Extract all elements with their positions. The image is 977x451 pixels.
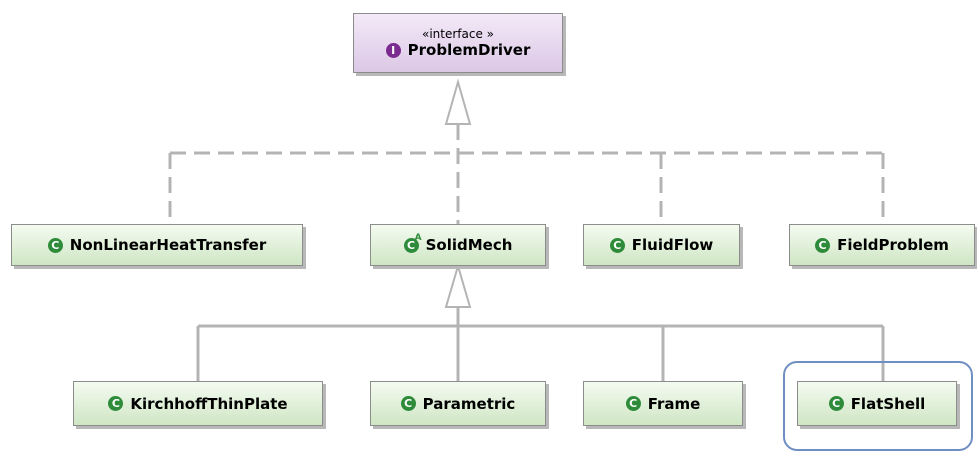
interface-name: ProblemDriver [407, 41, 531, 59]
class-name: KirchhoffThinPlate [130, 394, 288, 413]
diagram-edges [168, 78, 885, 381]
class-kirchhoffthinplate[interactable]: C KirchhoffThinPlate [73, 381, 323, 426]
problemdriver-interface[interactable]: «interface » I ProblemDriver [353, 13, 563, 73]
class-icon: C [108, 396, 124, 411]
class-flatshell[interactable]: C FlatShell [797, 381, 957, 426]
class-name: FieldProblem [837, 236, 949, 254]
class-icon: C [47, 237, 63, 253]
class-name: NonLinearHeatTransfer [69, 236, 267, 254]
class-name: Parametric [422, 394, 516, 413]
class-frame[interactable]: C Frame [583, 381, 743, 426]
class-icon: C [815, 237, 831, 253]
class-nonlinearheattransfer[interactable]: C NonLinearHeatTransfer [11, 224, 303, 266]
class-parametric[interactable]: C Parametric [370, 381, 546, 426]
class-name: FlatShell [850, 394, 926, 413]
class-name: SolidMech [425, 236, 513, 254]
class-icon: C [625, 396, 641, 411]
class-fluidflow[interactable]: C FluidFlow [583, 224, 740, 266]
class-icon: C [828, 396, 844, 411]
class-fieldproblem[interactable]: C FieldProblem [789, 224, 975, 266]
generalization-arrowhead [444, 262, 472, 308]
class-name: Frame [647, 394, 701, 413]
realization-arrowhead [444, 78, 472, 125]
interface-stereotype: «interface » [421, 27, 495, 41]
class-name: FluidFlow [631, 236, 714, 254]
interface-icon: I [385, 42, 401, 58]
class-icon: C [609, 237, 625, 253]
class-icon: C [400, 396, 416, 411]
